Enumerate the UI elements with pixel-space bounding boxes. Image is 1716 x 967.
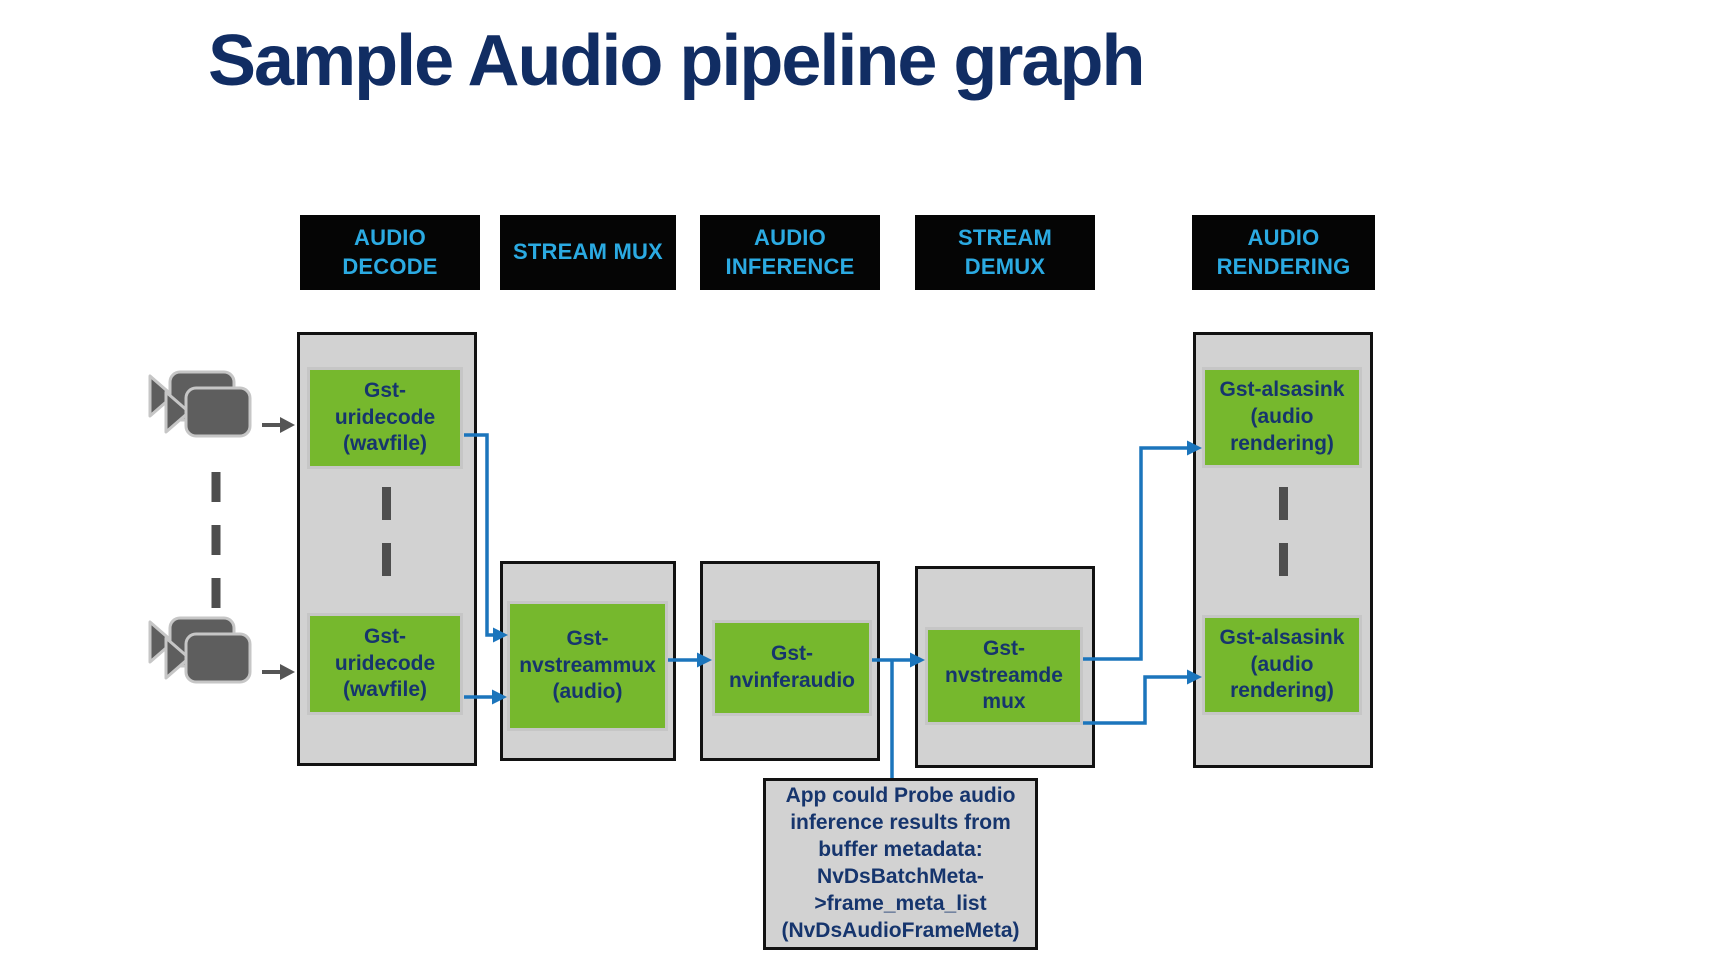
source-arrow-bottom (262, 664, 295, 680)
video-camera-stack-icon (148, 616, 252, 684)
node-gst-nvstreamdemux: Gst- nvstreamde mux (925, 627, 1083, 725)
stage-header-stream-demux: STREAM DEMUX (915, 215, 1095, 290)
stage-header-audio-inference: AUDIO INFERENCE (700, 215, 880, 290)
stage-header-audio-decode: AUDIO DECODE (300, 215, 480, 290)
node-gst-alsasink-top: Gst-alsasink (audio rendering) (1202, 367, 1362, 468)
node-gst-nvinferaudio: Gst- nvinferaudio (712, 620, 872, 716)
page-title: Sample Audio pipeline graph (208, 21, 1145, 101)
stage-header-stream-mux: STREAM MUX (500, 215, 676, 290)
connector-streamdemux-to-alsasink-top (1083, 440, 1202, 661)
connector-streamdemux-to-alsasink-bottom (1083, 669, 1202, 725)
node-gst-nvstreammux: Gst- nvstreammux (audio) (507, 601, 668, 731)
source-arrow-top (262, 417, 295, 433)
stage-header-audio-rendering: AUDIO RENDERING (1192, 215, 1375, 290)
node-gst-alsasink-bottom: Gst-alsasink (audio rendering) (1202, 615, 1362, 715)
node-gst-uridecode-bottom: Gst- uridecode (wavfile) (307, 613, 463, 715)
node-gst-uridecode-top: Gst- uridecode (wavfile) (307, 367, 463, 469)
probe-note: App could Probe audio inference results … (763, 778, 1038, 950)
video-camera-stack-icon (148, 370, 252, 438)
